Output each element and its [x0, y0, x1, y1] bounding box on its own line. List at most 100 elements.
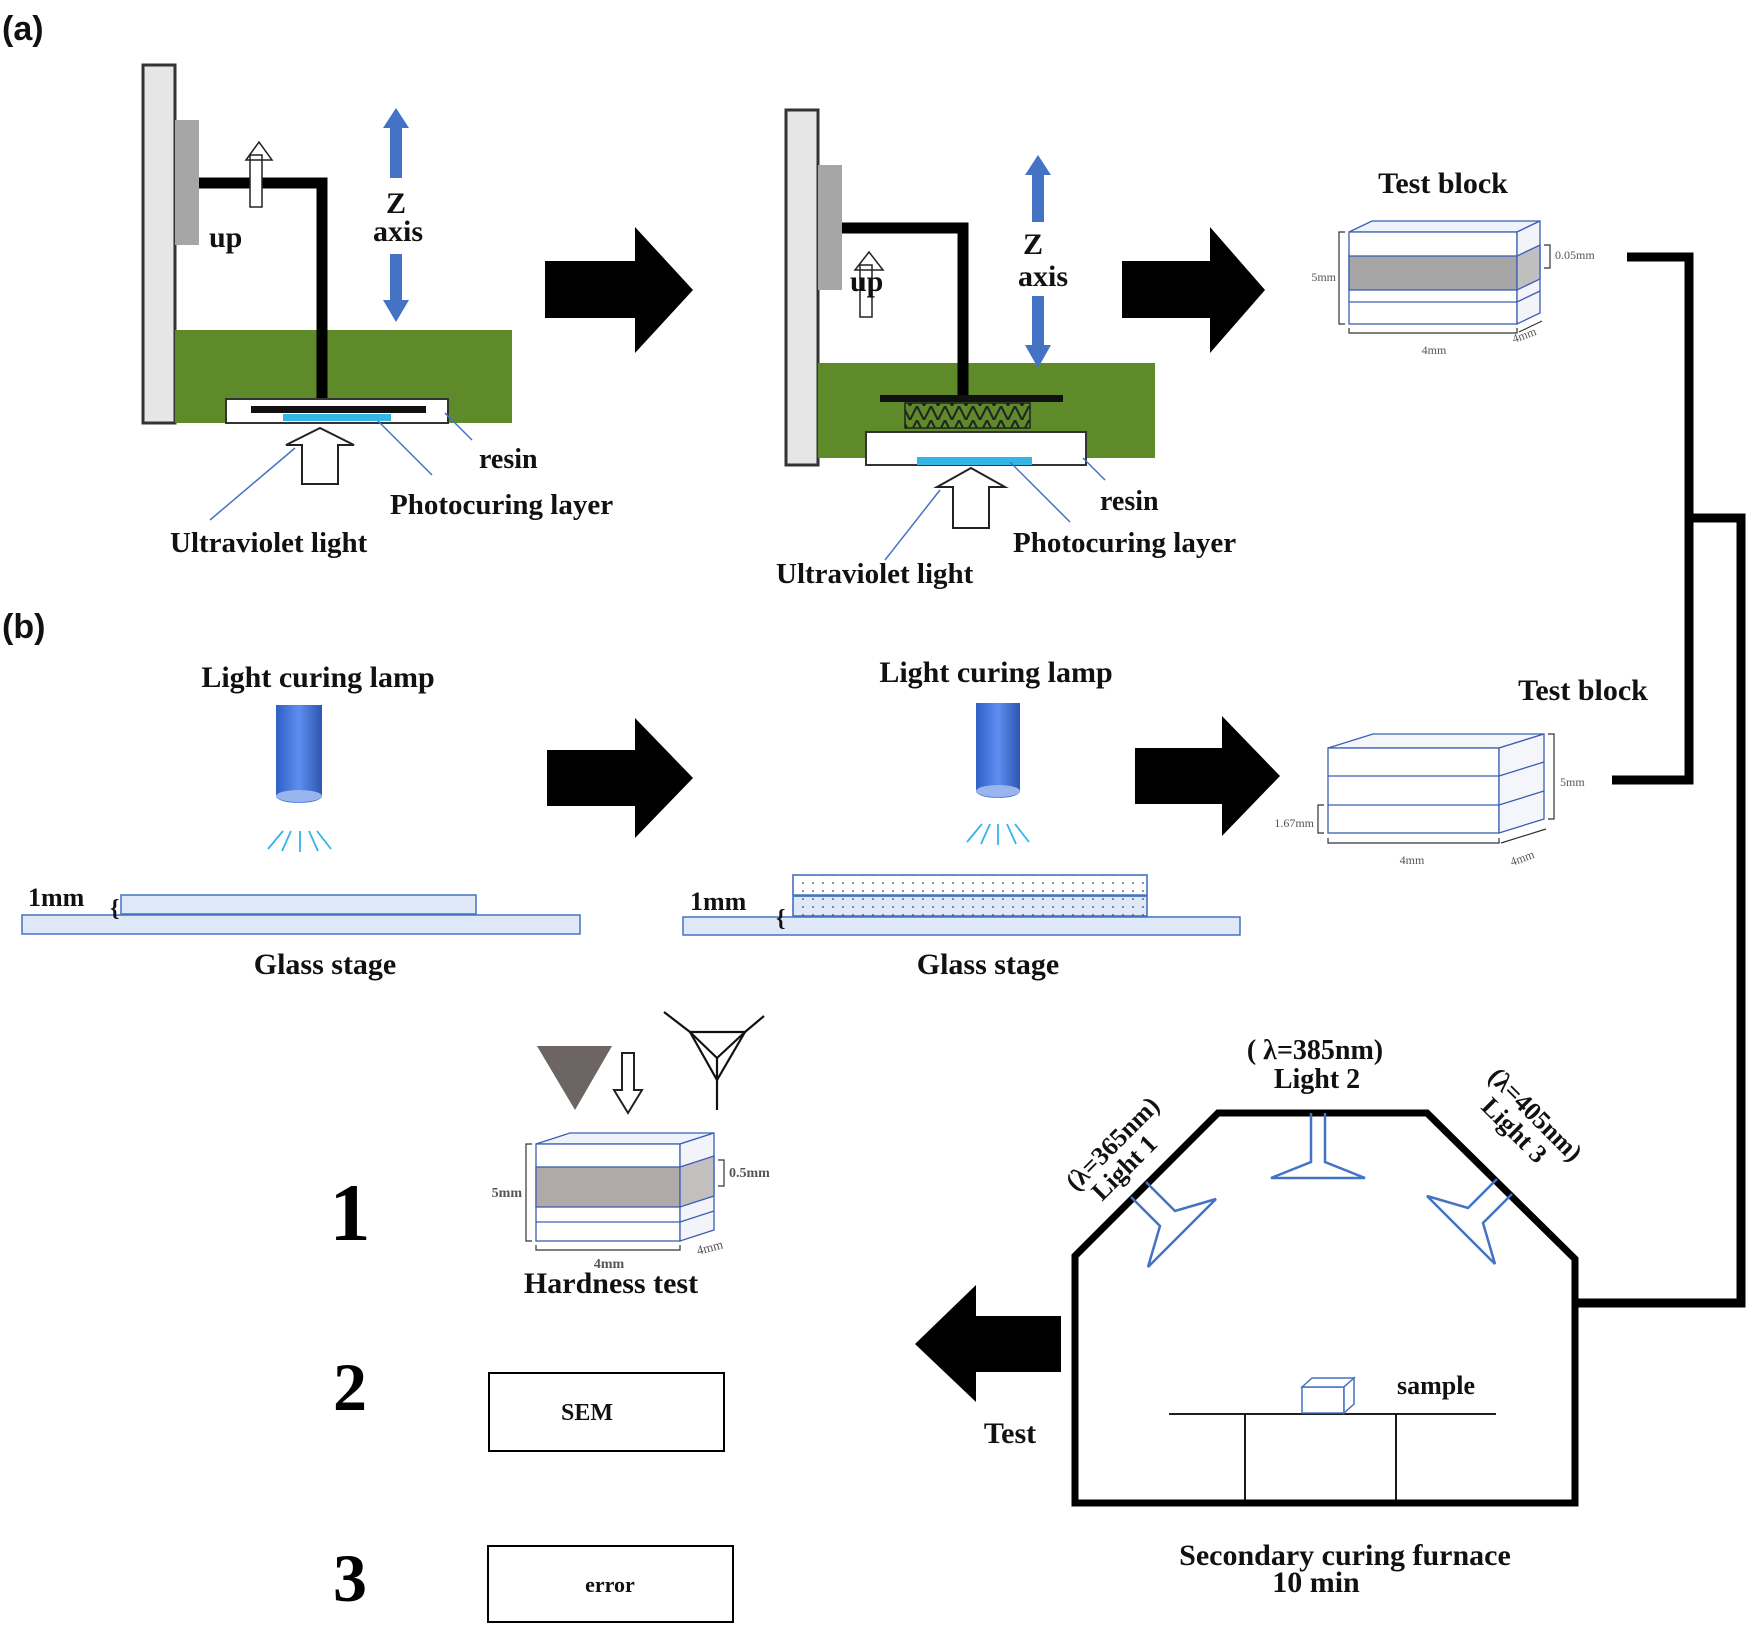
furnace-table — [1169, 1413, 1496, 1503]
light2-wavelength: ( λ=385nm) — [1247, 1035, 1383, 1066]
printed-part — [904, 402, 1031, 429]
photocuring-pointer-2 — [1009, 461, 1071, 523]
thickness-label-2: 1mm — [690, 887, 747, 916]
test-block-b-depth: 4mm — [1508, 847, 1537, 869]
connector-bracket — [1575, 252, 1746, 1308]
photocuring-label-2: Photocuring layer — [1013, 527, 1236, 559]
glass-stage-1 — [21, 914, 581, 935]
resin-sheet-1 — [120, 894, 477, 915]
z-axis-label-1b: Z — [1023, 228, 1043, 261]
test-number-3: 3 — [333, 1540, 367, 1616]
glass-stage-2 — [682, 916, 1241, 936]
down-arrow-icon — [612, 1052, 644, 1115]
hardness-block-layer: 0.5mm — [729, 1166, 770, 1181]
glass-stage-label-2: Glass stage — [917, 948, 1060, 981]
sample-block — [1300, 1376, 1356, 1415]
furnace-caption-2: 10 min — [1272, 1566, 1360, 1599]
up-label-2: up — [850, 265, 883, 298]
build-arm — [199, 177, 328, 408]
test-block-b-height: 5mm — [1560, 775, 1585, 789]
glass-stage-label-1: Glass stage — [254, 948, 397, 981]
panel-label-b: (b) — [2, 608, 45, 646]
sem-label: SEM — [561, 1400, 613, 1426]
test-block-a-layer-label: 0.05mm — [1555, 248, 1595, 262]
test-block-a-height: 5mm — [1311, 270, 1336, 284]
big-arrow-a1 — [545, 227, 693, 353]
test-block-a-title: Test block — [1378, 167, 1508, 200]
light-rays-icon — [267, 830, 332, 852]
uv-pointer — [209, 447, 296, 521]
printer-stage-2: up Z axis resin Photocuring layer Ultrav… — [776, 108, 1236, 590]
photocuring-layer-bar — [283, 414, 391, 421]
z-axis-arrow-icon-2 — [1025, 155, 1051, 368]
test-arrow — [915, 1285, 1061, 1402]
test-block-b-title: Test block — [1518, 674, 1648, 707]
up-label: up — [209, 221, 242, 254]
error-box — [487, 1545, 734, 1623]
hardness-test-label: Hardness test — [524, 1267, 698, 1300]
panel-label-a: (a) — [2, 10, 44, 48]
uv-arrow-icon — [285, 426, 355, 485]
sample-label: sample — [1397, 1371, 1475, 1400]
test-block-a-depth: 4mm — [1510, 324, 1539, 346]
build-plate — [251, 406, 426, 413]
lamp-icon-2 — [976, 703, 1020, 798]
build-plate-2 — [880, 395, 1063, 402]
test-number-1: 1 — [330, 1167, 371, 1258]
printer-stage-1: up Z axis resin Photocuring layer Ultrav… — [141, 63, 613, 559]
z-axis-label-2b: axis — [1018, 260, 1068, 293]
lamp-title-2: Light curing lamp — [879, 656, 1112, 689]
up-arrow-icon-2 — [853, 250, 885, 318]
big-arrow-b2 — [1135, 716, 1280, 836]
build-arm-2 — [842, 222, 969, 398]
test-block-a-width: 4mm — [1422, 343, 1447, 357]
lamp-fixture-icon — [1130, 1113, 1513, 1268]
curing-furnace: ( λ=385nm) Light 2 (λ=365nm) Light 1 (λ=… — [1060, 1035, 1588, 1599]
resin-pointer-2 — [1082, 457, 1106, 481]
test-block-b-width: 4mm — [1400, 853, 1425, 867]
hardness-block — [525, 1132, 725, 1251]
hardness-block-width: 4mm — [594, 1257, 625, 1272]
error-label: error — [585, 1572, 635, 1597]
z-axis-label-1: Z — [386, 187, 406, 220]
indent-pyramid-icon — [663, 1011, 765, 1110]
printer-frame — [141, 63, 177, 425]
test-block-a: Test block 5mm 0.05mm 4mm 4mm — [1311, 167, 1595, 357]
big-arrow-a2 — [1122, 227, 1265, 353]
lamp-stage-1: Light curing lamp 1mm { Glass stage — [21, 661, 581, 981]
uv-pointer-2 — [884, 489, 941, 561]
brace-1: { — [110, 896, 119, 922]
thickness-label-1: 1mm — [28, 883, 85, 912]
up-arrow-icon — [244, 140, 274, 208]
photocuring-pointer — [377, 420, 433, 476]
slider-block-2 — [818, 165, 842, 290]
test-label: Test — [984, 1417, 1036, 1450]
uv-arrow-icon-2 — [933, 466, 1009, 529]
test-block-b-layer-label: 1.67mm — [1274, 816, 1314, 830]
resin-pointer — [444, 412, 473, 441]
uv-label: Ultraviolet light — [170, 527, 368, 559]
z-axis-label-2: axis — [373, 215, 423, 248]
lamp-title-1: Light curing lamp — [201, 661, 434, 694]
lamp-stage-2: Light curing lamp 1mm { Glass stage — [682, 656, 1241, 981]
photocuring-label: Photocuring layer — [390, 489, 613, 521]
test-block-a-layer — [1348, 255, 1518, 291]
lamp-icon — [276, 705, 322, 803]
test-list: 1 2 3 5mm 0.5mm 4mm — [330, 1011, 770, 1623]
indenter-icon — [537, 1046, 612, 1110]
light2-label: Light 2 — [1274, 1064, 1360, 1095]
uv-label-2: Ultraviolet light — [776, 558, 974, 590]
resin-label-2: resin — [1100, 486, 1159, 517]
photocuring-layer-bar-2 — [917, 457, 1032, 465]
light-rays-icon-2 — [966, 823, 1030, 845]
hardness-block-depth: 4mm — [695, 1236, 725, 1257]
big-arrow-b1 — [547, 718, 693, 838]
printer-frame-2 — [784, 108, 820, 467]
resin-label: resin — [479, 444, 538, 475]
brace-2: { — [776, 906, 785, 932]
slider-block — [175, 120, 199, 245]
sem-box — [488, 1372, 725, 1452]
furnace-body — [1071, 1109, 1579, 1507]
hardness-block-height: 5mm — [492, 1186, 523, 1201]
